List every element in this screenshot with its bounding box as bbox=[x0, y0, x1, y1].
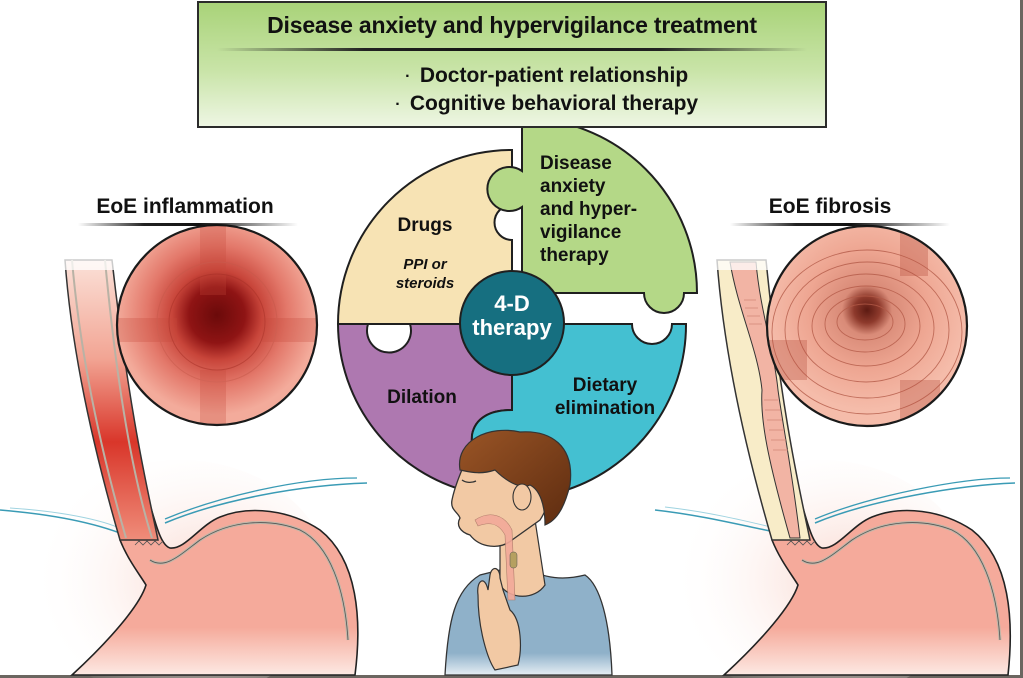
dietary-label-line2: elimination bbox=[554, 398, 656, 419]
left-stomach-illustration bbox=[0, 250, 368, 678]
right-panel-divider bbox=[730, 223, 950, 226]
disease-anxiety-line: therapy bbox=[540, 245, 609, 266]
bullet-icon: · bbox=[395, 95, 401, 113]
drugs-sublabel-line1: PPI or bbox=[403, 256, 447, 273]
header-title: Disease anxiety and hypervigilance treat… bbox=[267, 12, 757, 38]
person-illustration bbox=[444, 429, 613, 676]
disease-anxiety-line: Disease bbox=[540, 153, 612, 174]
dilation-label: Dilation bbox=[387, 387, 457, 408]
right-panel-title: EoE fibrosis bbox=[768, 195, 892, 218]
puzzle-piece-drugs[interactable] bbox=[336, 148, 513, 325]
header-bullet-item: · Cognitive behavioral therapy bbox=[199, 90, 825, 118]
center-label: 4-D therapy bbox=[460, 292, 564, 340]
puzzle-piece-disease-anxiety[interactable] bbox=[486, 116, 699, 314]
disease-anxiety-line: vigilance bbox=[540, 222, 622, 243]
left-panel-title: EoE inflammation bbox=[96, 195, 274, 218]
right-stomach-illustration bbox=[654, 250, 1016, 678]
left-panel-divider bbox=[78, 223, 298, 226]
center-label-line1: 4-D bbox=[494, 291, 530, 316]
dietary-label-line1: Dietary bbox=[572, 375, 638, 396]
drugs-sublabel-line2: steroids bbox=[395, 275, 455, 292]
dietary-label: Dietary elimination bbox=[540, 374, 670, 420]
bullet-icon: · bbox=[405, 67, 411, 85]
drugs-label: Drugs bbox=[397, 215, 453, 236]
header-bullet-item: · Doctor-patient relationship bbox=[199, 62, 825, 90]
center-label-line2: therapy bbox=[472, 315, 552, 340]
header-bullet-text: Cognitive behavioral therapy bbox=[409, 91, 699, 115]
disease-anxiety-line: and hyper- bbox=[540, 199, 638, 220]
disease-anxiety-label: Disease anxiety and hyper- vigilance the… bbox=[540, 152, 637, 267]
header-divider bbox=[217, 48, 807, 51]
header-bullet-list: · Doctor-patient relationship · Cognitive … bbox=[199, 62, 825, 118]
center-circle[interactable] bbox=[459, 270, 565, 376]
left-endoscopic-view bbox=[115, 223, 319, 427]
header-bullet-text: Doctor-patient relationship bbox=[419, 64, 689, 87]
disease-anxiety-line: anxiety bbox=[540, 176, 606, 197]
header-box: Disease anxiety and hypervigilance treat… bbox=[197, 1, 827, 128]
right-endoscopic-view bbox=[765, 224, 969, 428]
